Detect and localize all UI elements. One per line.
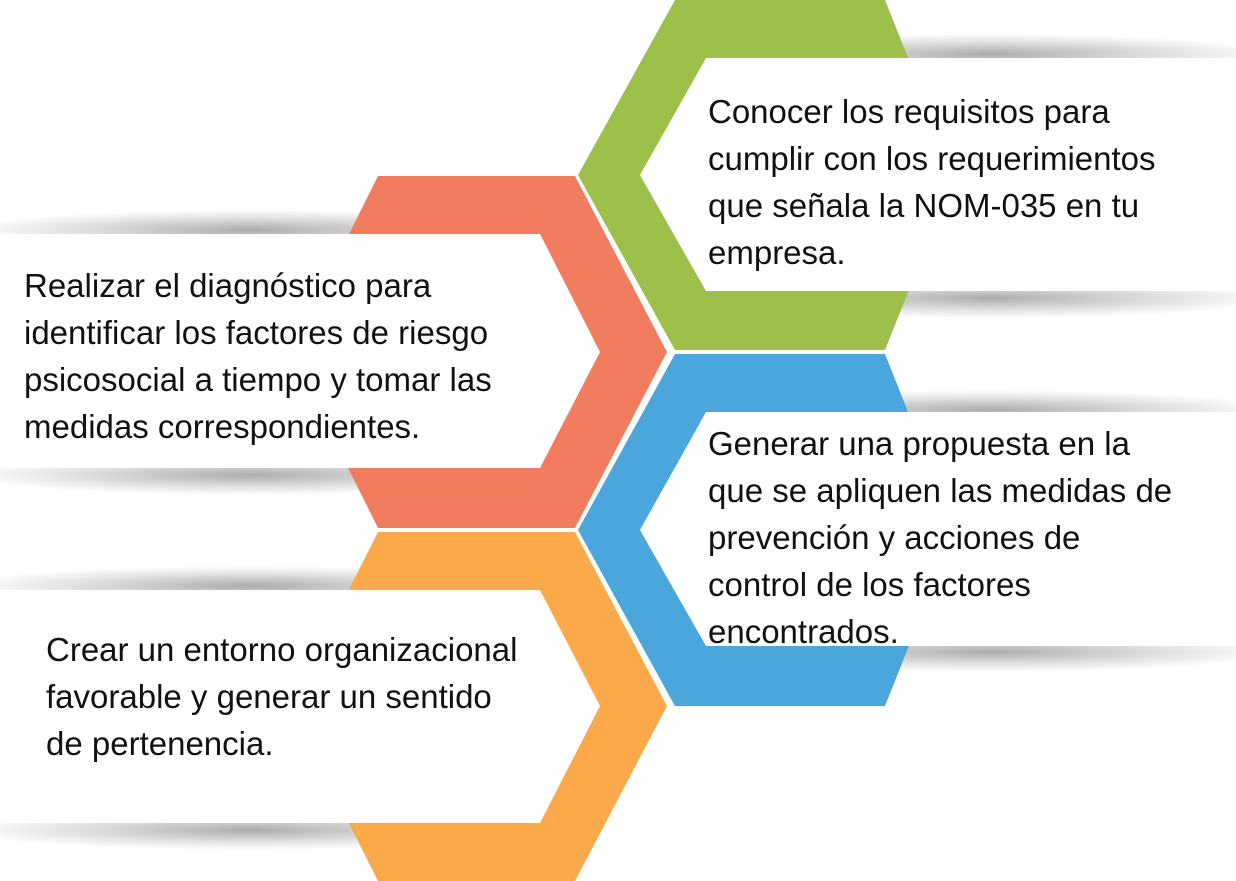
- step-text-propuesta: Generar una propuesta en la que se apliq…: [708, 425, 1173, 650]
- card-blue: [640, 412, 1236, 646]
- card-green: [640, 58, 1236, 291]
- step-text-requisitos: Conocer los requisitos para cumplir con …: [708, 93, 1156, 271]
- step-text-entorno: Crear un entorno organizacional favorabl…: [46, 631, 518, 762]
- card-orange: [0, 590, 600, 823]
- step-text-diagnostico: Realizar el diagnóstico para identificar…: [24, 267, 492, 445]
- card-red: [0, 234, 600, 468]
